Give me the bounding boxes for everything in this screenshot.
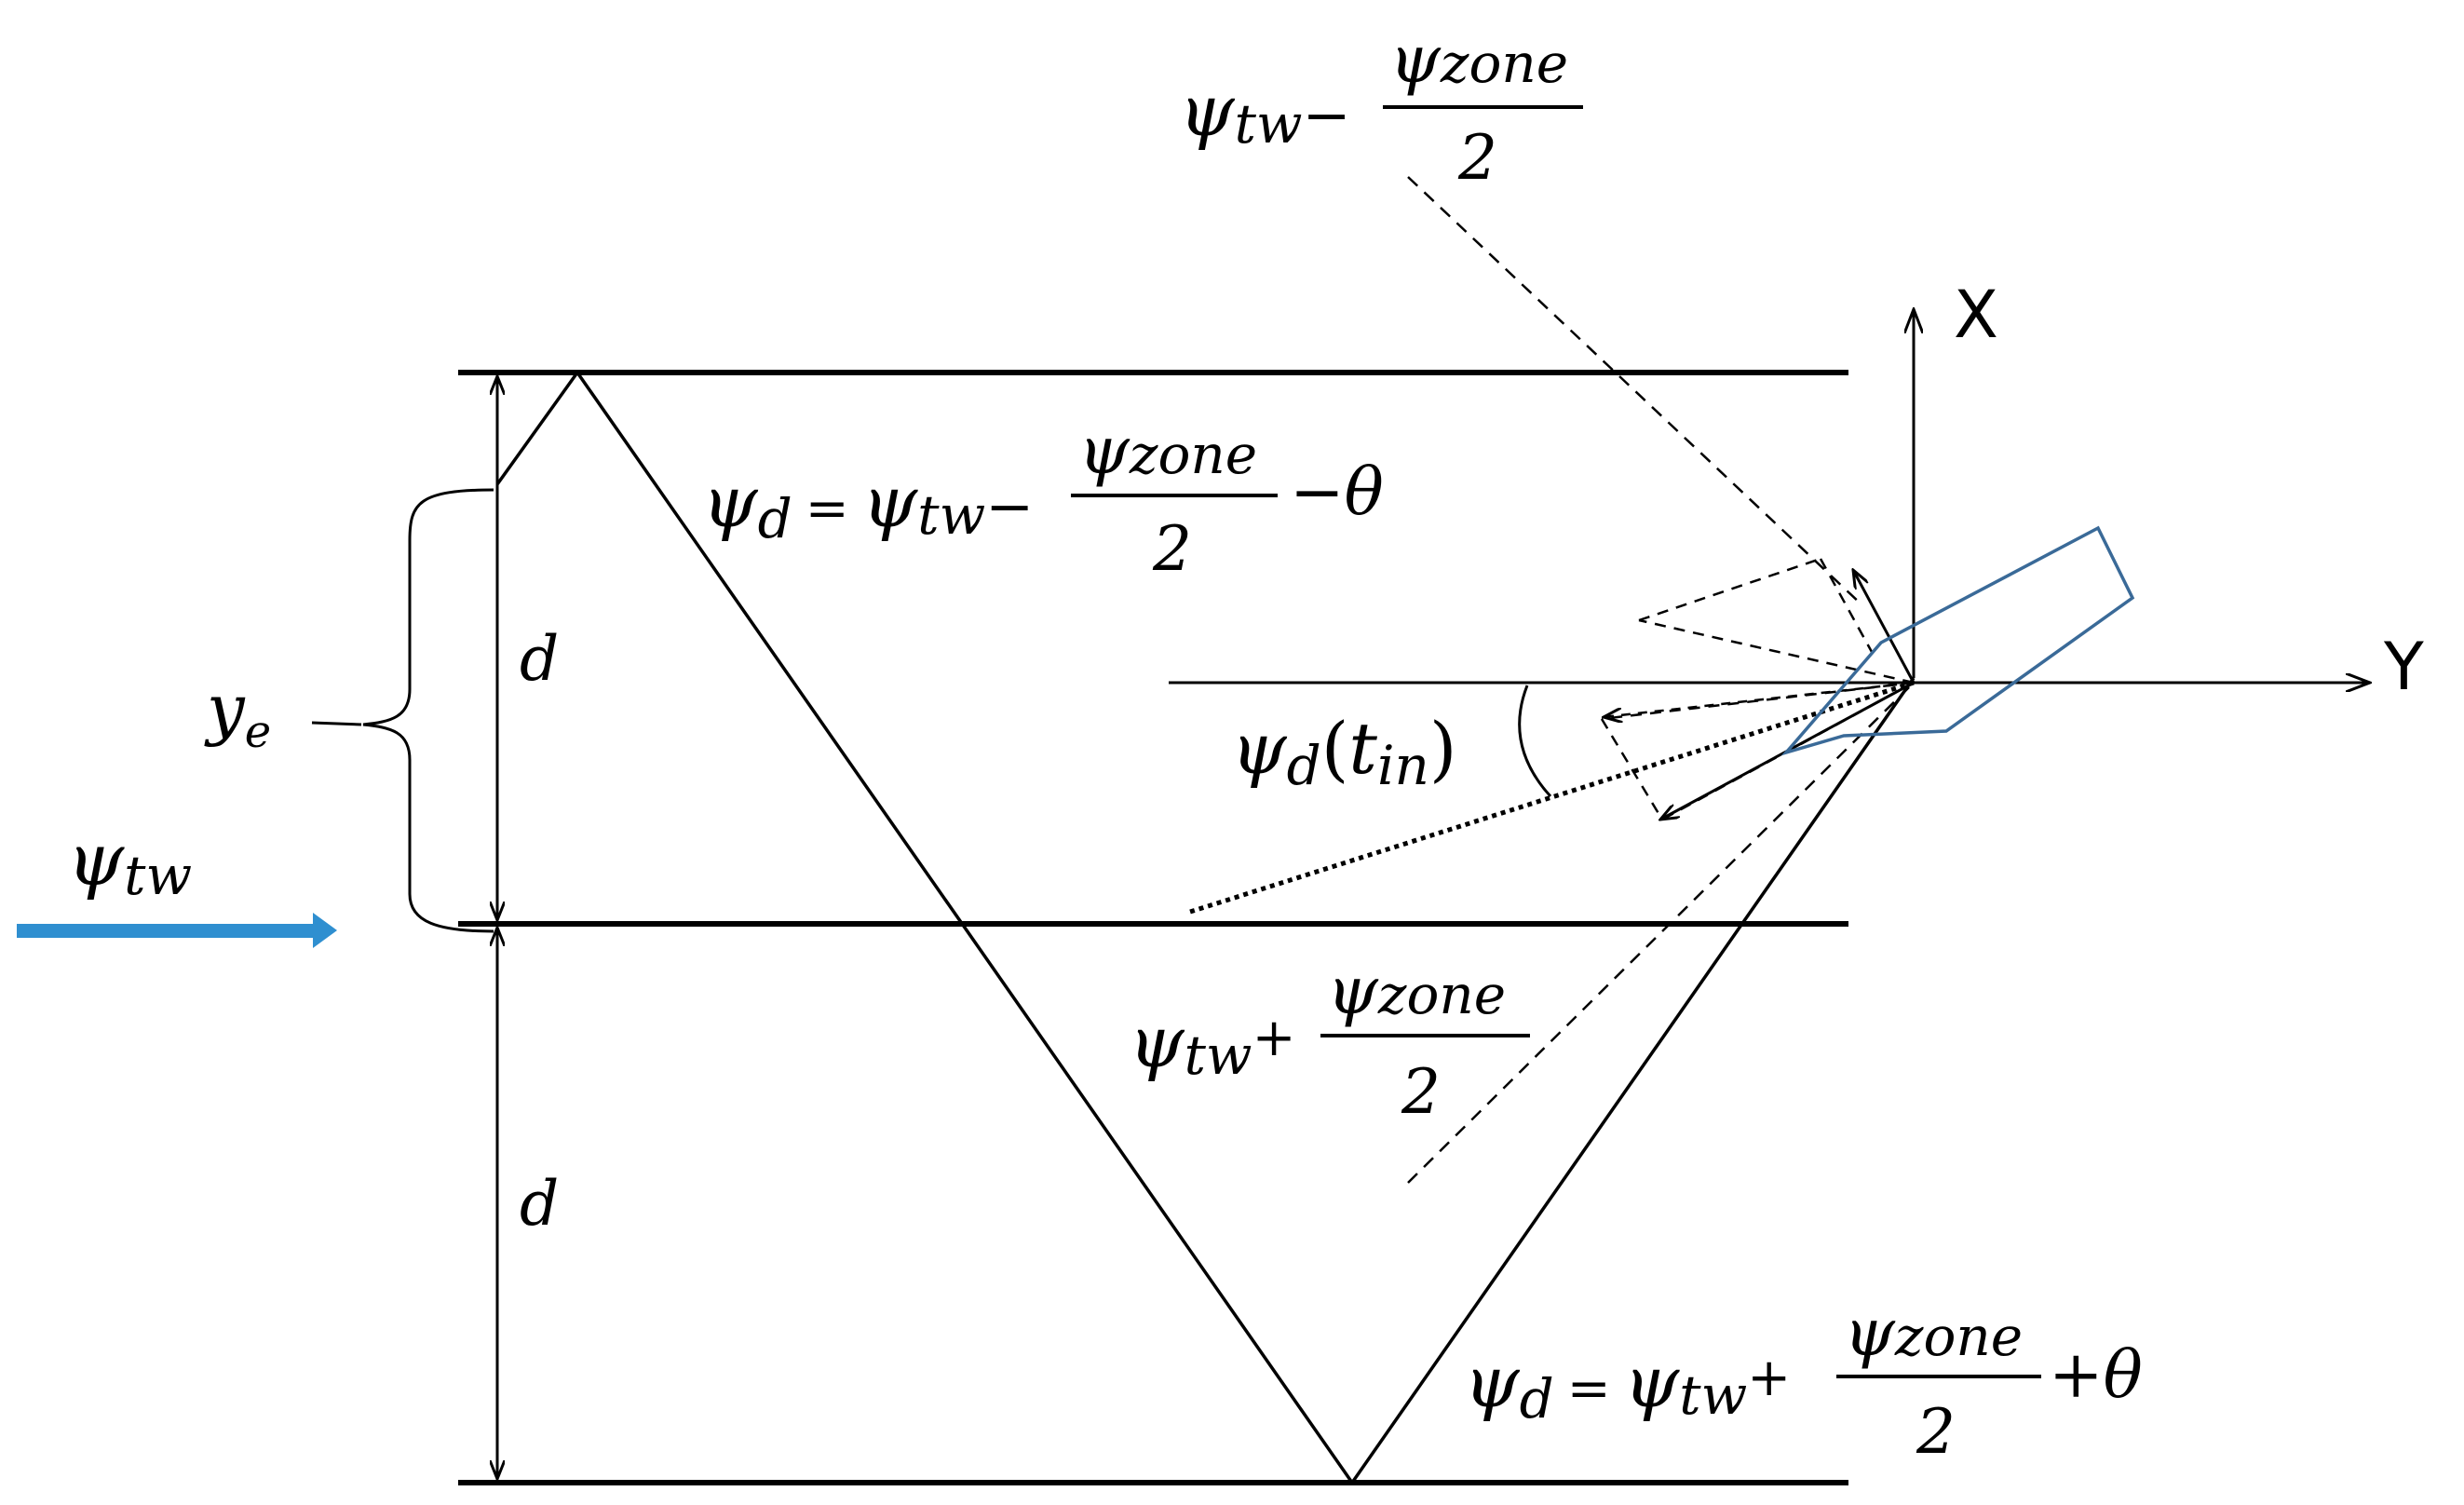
brace-ye [362,488,494,933]
svg-text:2: 2 [1457,122,1497,194]
dotted-desired-heading [1186,680,1915,915]
svg-text:+θ: +θ [2049,1336,2143,1413]
psi-tw-arrow [17,913,337,948]
svg-text:ψzone: ψzone [1389,21,1568,98]
svg-text:ψzone: ψzone [1844,1295,2023,1371]
label-upper-heading-eq: ψd=ψtw− ψzone 2 −θ [702,413,1384,585]
label-mid-zone-bound: ψtw+ ψzone 2 [1129,953,1530,1128]
svg-text:2: 2 [1916,1396,1956,1468]
svg-text:−θ: −θ [1290,454,1384,530]
label-top-zone-bound: ψtw− ψzone 2 [1179,21,1583,194]
zigzag-path [495,369,1916,1486]
label-angle-psi-d-tin: ψd(tin) [1231,707,1457,797]
svg-text:2: 2 [1152,513,1192,585]
brace-ye-leader [311,721,362,726]
svg-text:ψd=ψtw+: ψd=ψtw+ [1464,1340,1791,1430]
svg-text:ψtw−: ψtw− [1179,69,1351,156]
label-lower-heading-eq: ψd=ψtw+ ψzone 2 +θ [1464,1295,2143,1468]
svg-text:ψd(tin): ψd(tin) [1231,707,1457,797]
ye-label: ye [204,670,271,758]
svg-text:2: 2 [1401,1056,1441,1128]
heading-arrow-mid [1604,681,1915,717]
svg-text:ψzone: ψzone [1078,413,1257,489]
dashed-zone-upper [1407,176,1863,606]
d-lower-label: d [520,1168,559,1240]
svg-text:ψtw+: ψtw+ [1129,1000,1295,1087]
vessel-outline [1780,525,2135,756]
svg-text:ψd=ψtw−: ψd=ψtw− [702,460,1034,550]
svg-text:ψzone: ψzone [1327,953,1506,1029]
d-upper-label: d [520,623,559,695]
dashed-zone-lower [1407,686,1910,1184]
heading-arrow-up [1853,570,1916,684]
y-axis-label: Y [2383,629,2424,705]
x-axis-label: X [1954,277,1998,353]
psi-tw-label: ψtw [67,819,192,907]
angle-arc [1518,685,1552,798]
